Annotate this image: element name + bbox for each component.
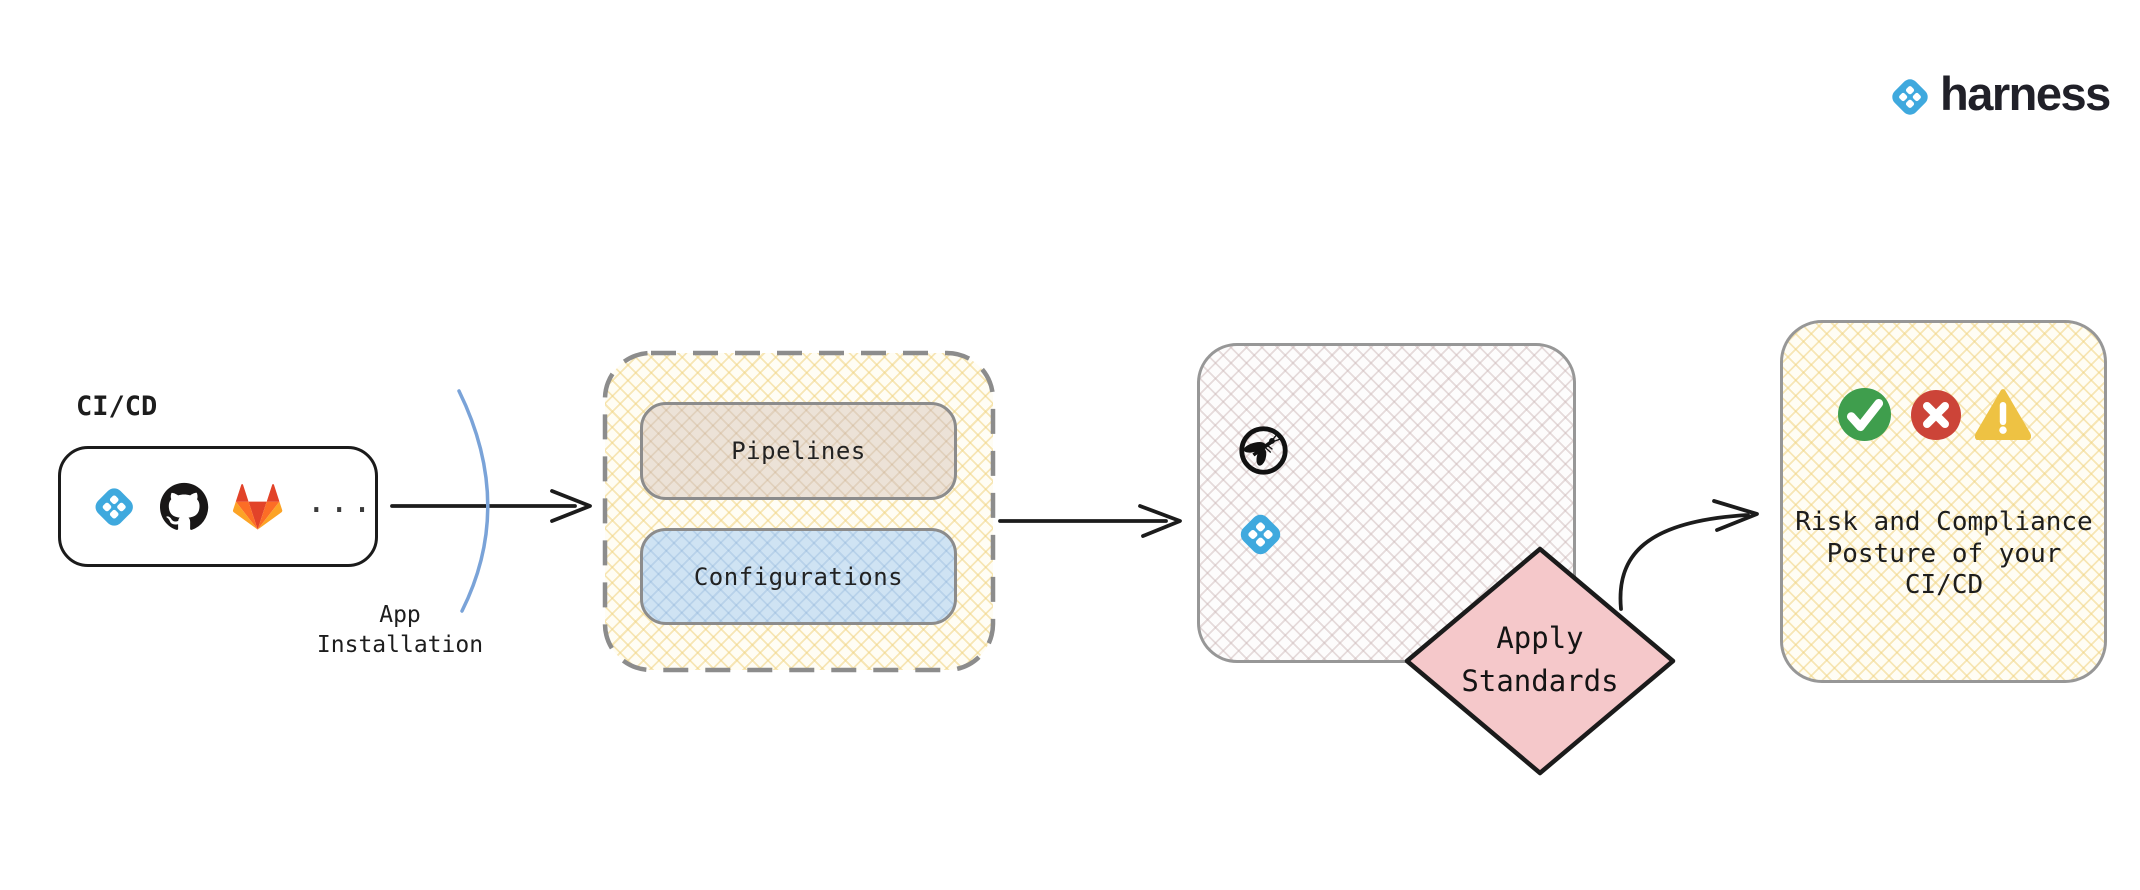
result-box — [1780, 320, 2107, 683]
configurations-box: Configurations — [640, 528, 957, 625]
standards-box — [1197, 343, 1576, 663]
brand-wordmark: harness — [1940, 67, 2111, 120]
harness-icon — [1236, 510, 1285, 559]
app-installation-curve — [457, 389, 490, 613]
result-posture-line1: Risk and Compliance — [1795, 507, 2093, 537]
apply-standards-line2: Standards — [1461, 664, 1619, 698]
pipelines-box: Pipelines — [640, 402, 957, 500]
apply-standards-label: Apply Standards — [1430, 617, 1650, 703]
result-posture-label: Risk and Compliance Posture of your CI/C… — [1784, 507, 2104, 602]
gitlab-icon — [232, 481, 284, 533]
result-posture-line3: CI/CD — [1904, 570, 1984, 600]
cross-circle-icon — [1911, 390, 1961, 440]
harness-brand: harness — [1888, 67, 2111, 121]
arrow-source-to-pipelines — [390, 489, 592, 523]
arrow-standards-to-result — [1618, 499, 1759, 611]
ellipsis-more-tools: ... — [306, 481, 375, 520]
arrow-pipelines-to-standards — [998, 504, 1182, 538]
owasp-wasp-icon — [1237, 424, 1290, 477]
app-installation-label: App Installation — [288, 601, 512, 660]
github-icon — [160, 480, 209, 534]
pipelines-label: Pipelines — [731, 437, 866, 465]
apply-standards-line1: Apply — [1496, 621, 1584, 655]
harness-logo-icon — [1888, 75, 1932, 119]
configurations-label: Configurations — [693, 562, 904, 591]
harness-icon — [91, 481, 137, 533]
cicd-source-box: ... — [58, 446, 378, 567]
app-installation-line2: Installation — [316, 631, 484, 658]
warning-triangle-icon — [1974, 387, 2032, 441]
app-installation-line1: App — [379, 602, 421, 628]
check-circle-icon — [1838, 388, 1891, 441]
result-posture-line2: Posture of your — [1826, 538, 2062, 569]
cicd-label: CI/CD — [76, 391, 158, 422]
